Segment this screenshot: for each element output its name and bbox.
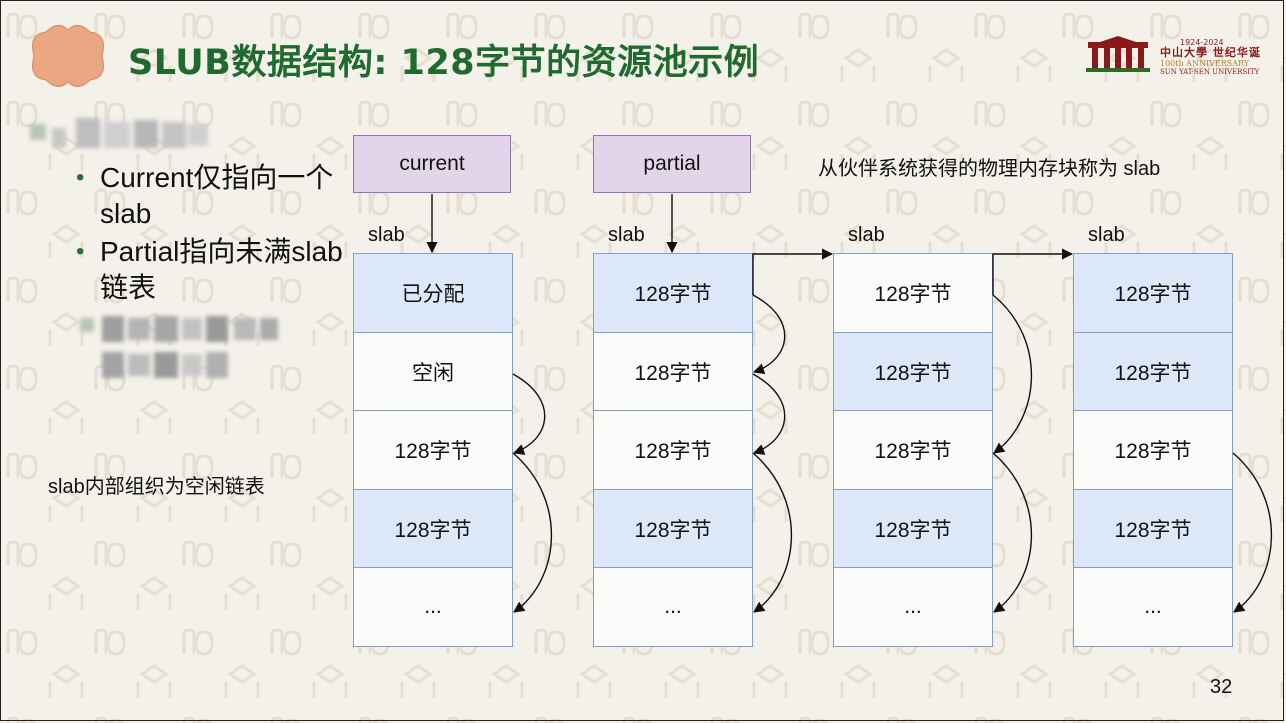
slab-partial-1: 128字节 128字节 128字节 128字节 ... <box>593 253 753 647</box>
note-slab-free-list: slab内部组织为空闲链表 <box>48 476 265 498</box>
university-gate-icon <box>1086 36 1150 72</box>
slab-cell: 128字节 <box>593 331 753 412</box>
slab-cell: 128字节 <box>353 488 513 569</box>
title-badge-icon <box>32 25 104 87</box>
slab-label-4: slab <box>1088 224 1125 246</box>
slab-current: 已分配 空闲 128字节 128字节 ... <box>353 253 513 647</box>
redacted-bullet <box>80 316 280 384</box>
bullet-partial: Partial指向未满slab链表 <box>74 234 344 306</box>
partial-pointer-box: partial <box>593 135 751 193</box>
slide-title: SLUB数据结构: 128字节的资源池示例 <box>128 43 760 83</box>
slab-cell: 128字节 <box>833 410 993 490</box>
note-slab-definition: 从伙伴系统获得的物理内存块称为 slab <box>818 158 1161 180</box>
logo-university: SUN YAT-SEN UNIVERSITY <box>1160 68 1260 76</box>
slab-cell: 128字节 <box>1073 488 1233 569</box>
page-number: 32 <box>1210 676 1233 698</box>
slab-cell: 128字节 <box>1073 253 1233 333</box>
logo-years: 1924-2024 <box>1180 38 1224 47</box>
slab-label-3: slab <box>848 224 885 246</box>
slab-cell: 128字节 <box>353 410 513 490</box>
redacted-heading <box>30 118 210 152</box>
logo-anniversary: 100th ANNIVERSARY <box>1160 59 1250 68</box>
slab-cell: 128字节 <box>1073 331 1233 412</box>
slab-partial-2: 128字节 128字节 128字节 128字节 ... <box>833 253 993 647</box>
slab-cell: 128字节 <box>833 253 993 333</box>
slab-cell: 空闲 <box>353 331 513 412</box>
slab-label-1: slab <box>368 224 405 246</box>
slab-cell: 128字节 <box>833 488 993 569</box>
slab-cell: 128字节 <box>1073 410 1233 490</box>
slab-cell: 已分配 <box>353 253 513 333</box>
bullet-list: Current仅指向一个slab Partial指向未满slab链表 <box>74 160 344 308</box>
slab-cell: ... <box>1073 567 1233 647</box>
slab-cell: ... <box>833 567 993 647</box>
bullet-current: Current仅指向一个slab <box>74 160 344 232</box>
current-pointer-box: current <box>353 135 511 193</box>
slab-cell: 128字节 <box>593 410 753 490</box>
slab-cell: ... <box>353 567 513 647</box>
slab-cell: ... <box>593 567 753 647</box>
slab-label-2: slab <box>608 224 645 246</box>
slab-cell: 128字节 <box>833 331 993 412</box>
slab-cell: 128字节 <box>593 253 753 333</box>
slab-cell: 128字节 <box>593 488 753 569</box>
logo-name-cn: 中山大學 世纪华诞 <box>1160 46 1261 59</box>
slab-partial-3: 128字节 128字节 128字节 128字节 ... <box>1073 253 1233 647</box>
